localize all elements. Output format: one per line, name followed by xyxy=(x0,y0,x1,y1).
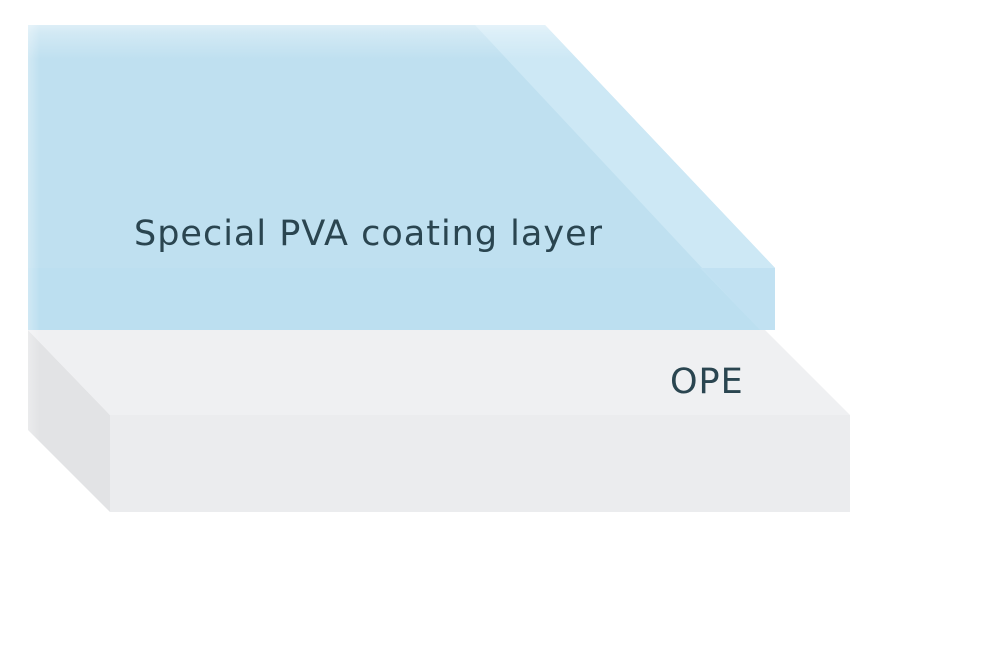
top-fade xyxy=(0,0,1000,330)
ope-label: OPE xyxy=(670,362,744,402)
pva-coating-label: Special PVA coating layer xyxy=(134,214,603,254)
